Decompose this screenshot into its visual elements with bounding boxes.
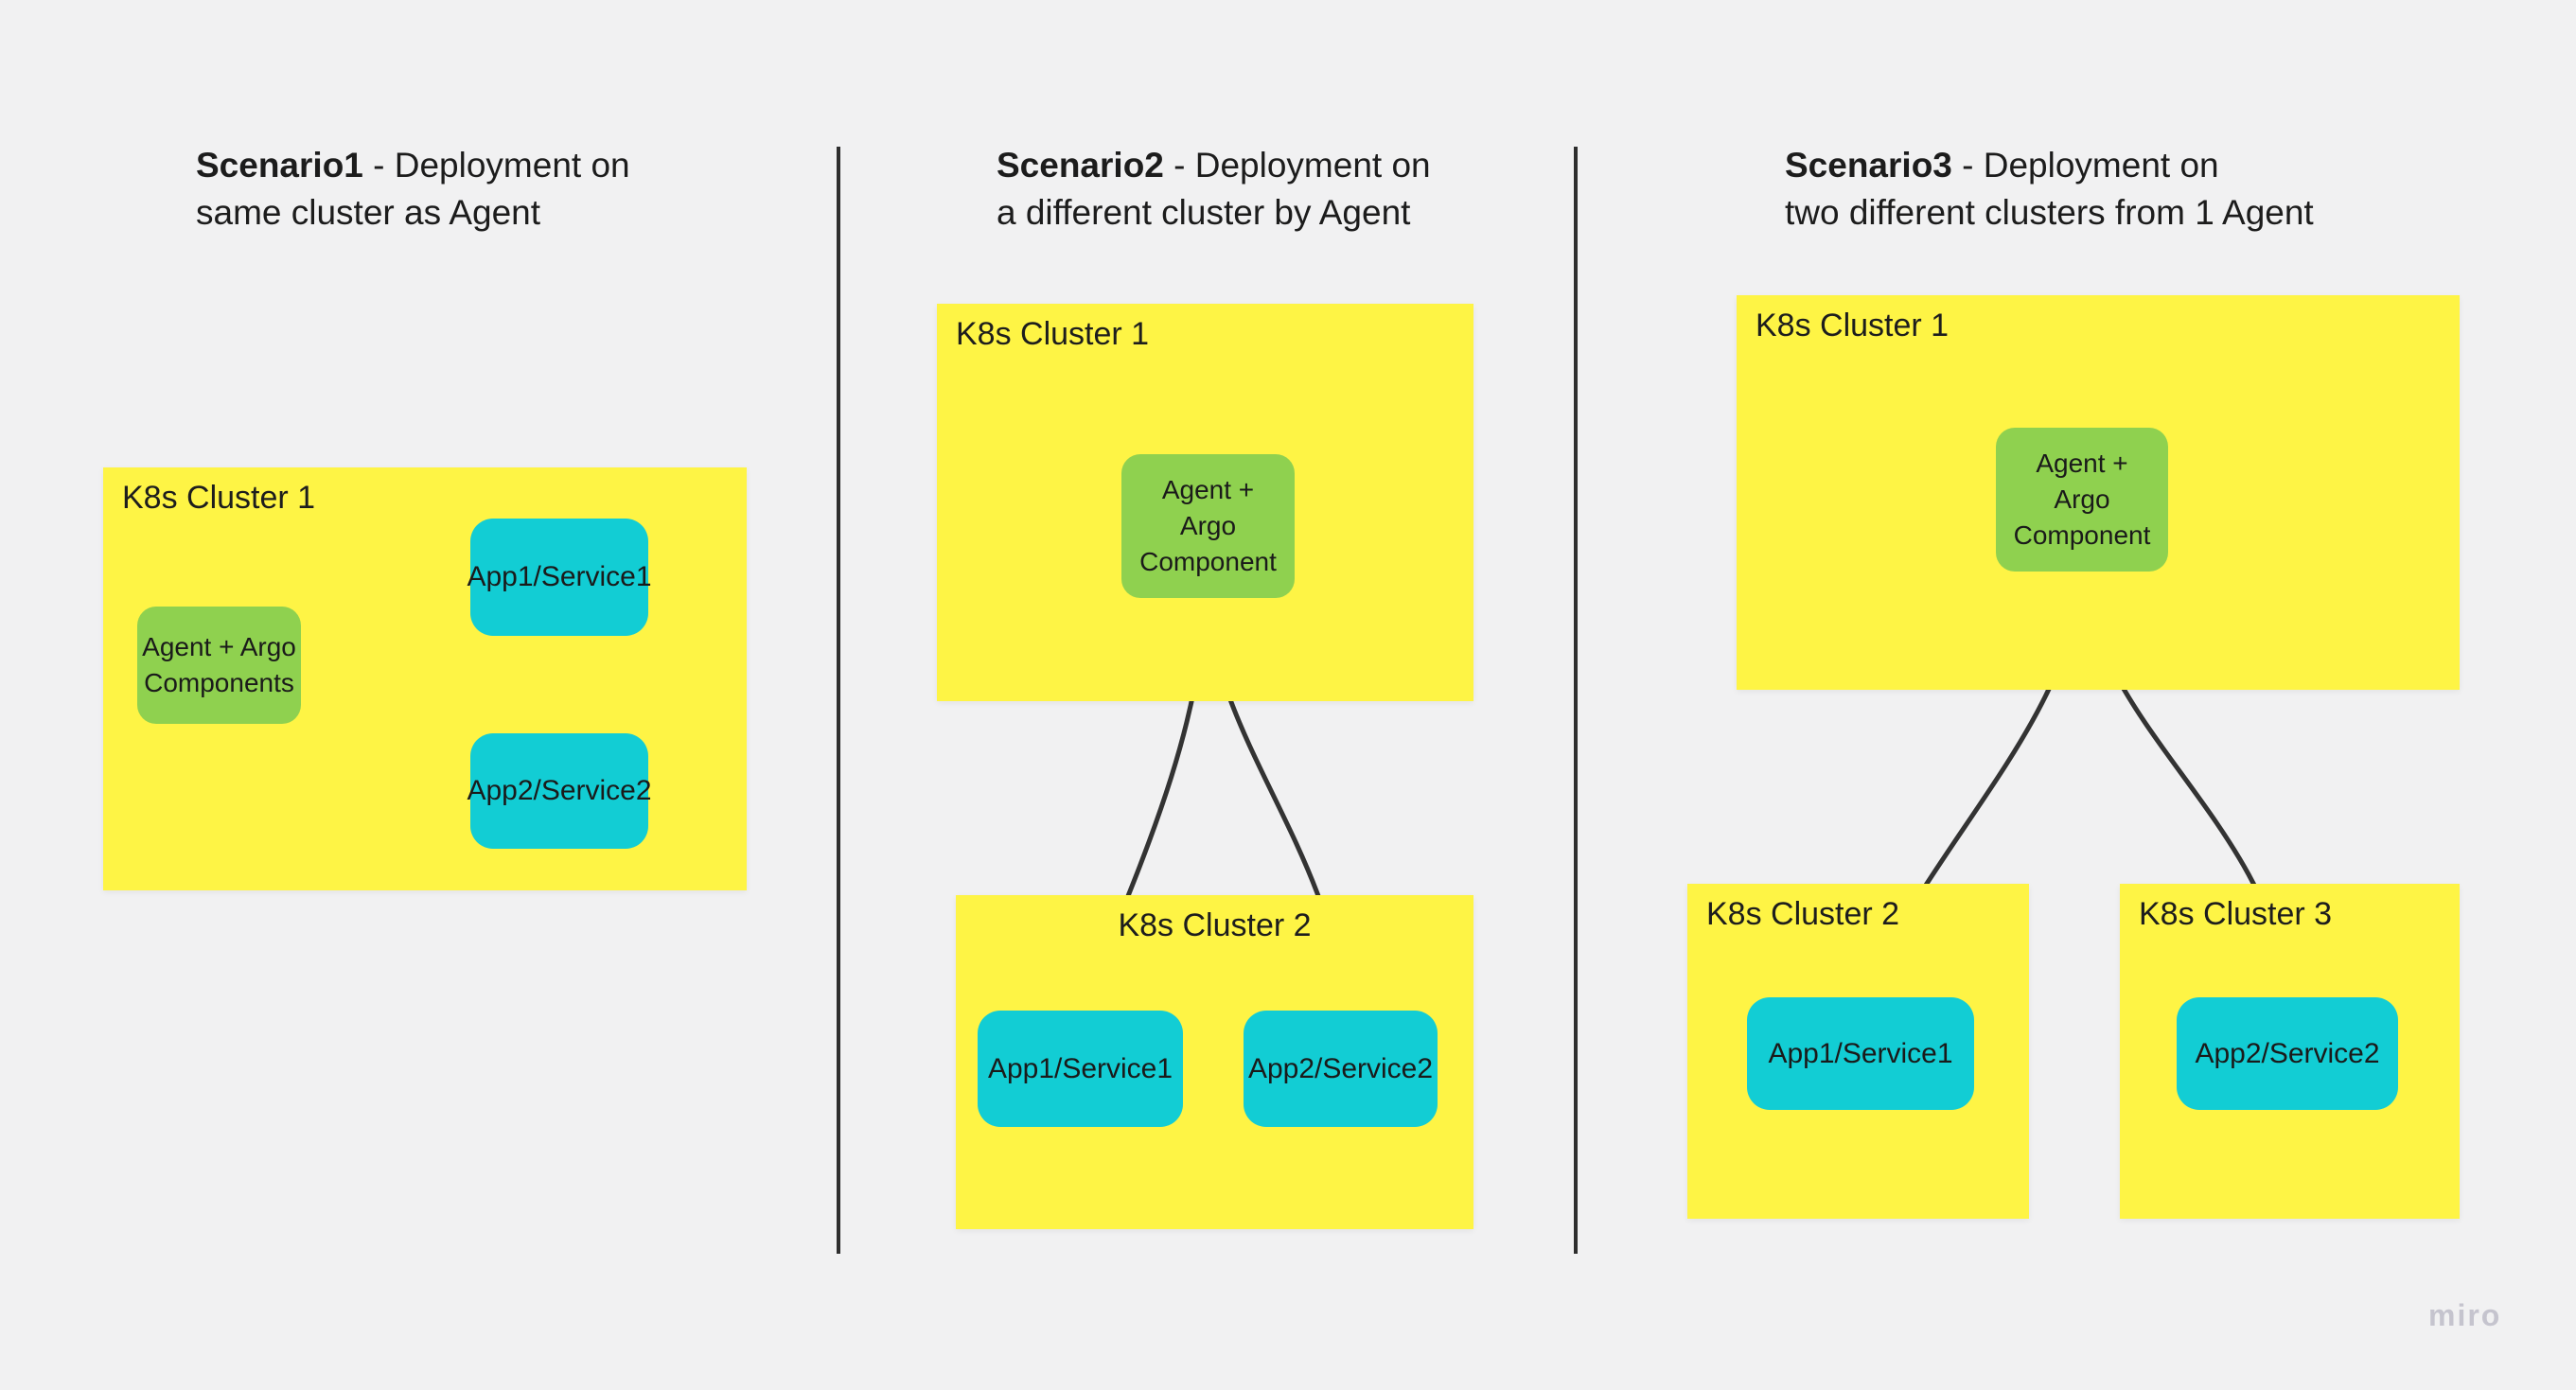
s3-app2-service2-node[interactable]: App2/Service2 bbox=[2177, 997, 2398, 1110]
s3-app1-label: App1/Service1 bbox=[1768, 1037, 1953, 1069]
s2-agent-argo-node[interactable]: Agent + Argo Component bbox=[1121, 454, 1295, 598]
s2-cluster-1-label: K8s Cluster 1 bbox=[956, 316, 1150, 352]
scenario-3-title-rest: - Deployment on two different clusters f… bbox=[1785, 146, 2314, 232]
s3-app1-service1-node[interactable]: App1/Service1 bbox=[1747, 997, 1974, 1110]
s1-cluster-1-label: K8s Cluster 1 bbox=[122, 480, 316, 516]
scenario-2-title-bold: Scenario2 bbox=[997, 146, 1164, 185]
scenario-1-title-rest: - Deployment on same cluster as Agent bbox=[196, 146, 630, 232]
miro-watermark-logo: miro bbox=[2428, 1298, 2502, 1332]
s1-agent-argo-node[interactable]: Agent + Argo Components bbox=[137, 607, 301, 724]
divider-line-1[interactable] bbox=[837, 147, 840, 1254]
s3-k8s-cluster-3-sticky[interactable]: K8s Cluster 3 bbox=[2120, 884, 2460, 1219]
s3-agent-argo-node[interactable]: Agent + Argo Component bbox=[1996, 428, 2168, 572]
s3-app2-label: App2/Service2 bbox=[2195, 1037, 2380, 1069]
s2-app2-label: App2/Service2 bbox=[1247, 1052, 1434, 1084]
s2-cluster-2-label: K8s Cluster 2 bbox=[1118, 907, 1312, 943]
s1-app2-label: App2/Service2 bbox=[467, 775, 652, 806]
scenario-3-title-bold: Scenario3 bbox=[1785, 146, 1952, 185]
s2-app2-service2-node[interactable]: App2/Service2 bbox=[1244, 1011, 1438, 1127]
s1-agent-argo-label: Agent + Argo Components bbox=[142, 632, 296, 697]
scenario-1-title[interactable]: Scenario1 - Deployment on same cluster a… bbox=[196, 142, 630, 237]
s3-agent-argo-label: Agent + Argo Component bbox=[2013, 449, 2151, 550]
s3-cluster-1-label: K8s Cluster 1 bbox=[1756, 308, 1950, 343]
scenario-3-title[interactable]: Scenario3 - Deployment on two different … bbox=[1785, 142, 2314, 237]
scenario-2-title[interactable]: Scenario2 - Deployment on a different cl… bbox=[997, 142, 1431, 237]
s1-app1-label: App1/Service1 bbox=[467, 561, 652, 592]
scenario-2-title-rest: - Deployment on a different cluster by A… bbox=[997, 146, 1431, 232]
s2-agent-argo-label: Agent + Argo Component bbox=[1139, 475, 1277, 576]
s1-app1-service1-node[interactable]: App1/Service1 bbox=[467, 519, 652, 636]
s3-cluster-3-label: K8s Cluster 3 bbox=[2139, 896, 2333, 932]
s2-app1-service1-node[interactable]: App1/Service1 bbox=[978, 1011, 1183, 1127]
s1-app2-service2-node[interactable]: App2/Service2 bbox=[467, 733, 652, 849]
s2-app1-label: App1/Service1 bbox=[987, 1052, 1173, 1084]
scenario-1-title-bold: Scenario1 bbox=[196, 146, 363, 185]
s3-cluster-2-label: K8s Cluster 2 bbox=[1706, 896, 1900, 932]
divider-line-2[interactable] bbox=[1574, 147, 1578, 1254]
